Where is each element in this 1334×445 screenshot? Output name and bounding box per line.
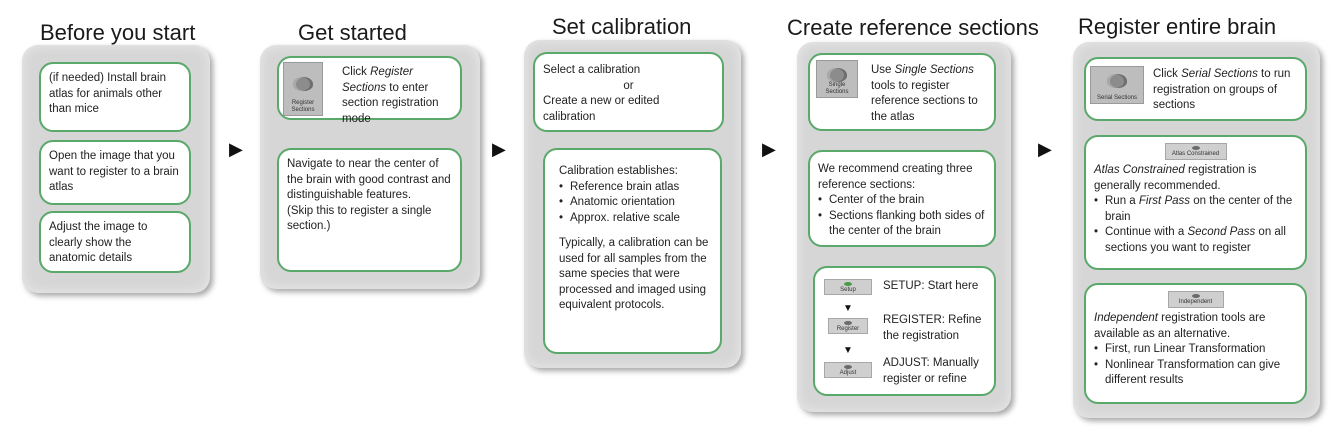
adjust-button-label: Adjust bbox=[839, 370, 857, 376]
card-open-image: Open the image that you want to register… bbox=[39, 140, 191, 205]
card-serial-sections-em: Serial Sections bbox=[1181, 68, 1258, 80]
card-navigate-line1: Navigate to near the center of the brain… bbox=[287, 158, 451, 201]
recommend-bullet: Sections flanking both sides of the cent… bbox=[818, 209, 986, 240]
setup-button-label: Setup bbox=[840, 287, 856, 293]
card-recommend-reference: We recommend creating three reference se… bbox=[808, 150, 996, 247]
card-select-line2: Create a new or edited calibration bbox=[543, 95, 660, 123]
calibration-bullet: Reference brain atlas bbox=[559, 180, 712, 196]
card-workflow-steps: Setup SETUP: Start here ▼ Register REGIS… bbox=[813, 266, 996, 396]
arrow-3: ▶ bbox=[762, 139, 776, 159]
independent-button-label: Independent bbox=[1178, 299, 1213, 305]
register-button-icon[interactable]: Register bbox=[828, 318, 868, 334]
setup-button-icon[interactable]: Setup bbox=[824, 279, 872, 295]
independent-bullet: First, run Linear Transformation bbox=[1094, 342, 1297, 358]
independent-desc: Independent registration tools are avail… bbox=[1094, 311, 1297, 342]
setup-step-text: SETUP: Start here bbox=[883, 280, 979, 292]
card-serial-sections-post: to run registration on groups of section… bbox=[1153, 68, 1291, 111]
atlas-constrained-desc: Atlas Constrained registration is genera… bbox=[1094, 163, 1297, 194]
down-arrow-icon: ▼ bbox=[843, 303, 853, 314]
independent-bullets: First, run Linear Transformation Nonline… bbox=[1094, 342, 1297, 389]
stage-title-set-calibration: Set calibration bbox=[552, 14, 692, 39]
independent-button-icon[interactable]: Independent bbox=[1167, 291, 1224, 308]
calibration-bullet: Anatomic orientation bbox=[559, 195, 712, 211]
register-button-label: Register bbox=[836, 326, 860, 332]
atlas-constrained-icon bbox=[1191, 146, 1200, 150]
brain-icon bbox=[293, 76, 313, 91]
atlas-constrained-button-label: Atlas Constrained bbox=[1171, 151, 1220, 157]
card-select-calibration: Select a calibration or Create a new or … bbox=[533, 52, 724, 132]
calibration-bullet: Approx. relative scale bbox=[559, 211, 712, 227]
panel-register-entire-brain: Click Serial Sections to run registratio… bbox=[1073, 42, 1320, 418]
arrow-4: ▶ bbox=[1038, 139, 1052, 159]
adjust-button-icon[interactable]: Adjust bbox=[824, 362, 872, 378]
atlas-constrained-bullets: Run a First Pass on the center of the br… bbox=[1094, 194, 1297, 256]
first-pass-pre: Run a bbox=[1105, 195, 1139, 207]
card-install-atlas: (if needed) Install brain atlas for anim… bbox=[39, 62, 191, 132]
panel-get-started: Click Register Sections to enter section… bbox=[260, 45, 480, 289]
stage-title-get-started: Get started bbox=[298, 20, 407, 45]
first-pass-em: First Pass bbox=[1138, 195, 1191, 207]
independent-bullet: Nonlinear Transformation can give differ… bbox=[1094, 358, 1297, 389]
card-register-sections-pre: Click bbox=[342, 66, 371, 78]
register-icon bbox=[844, 321, 852, 325]
setup-icon bbox=[844, 282, 852, 286]
register-sections-button-icon[interactable]: Register Sections bbox=[283, 62, 323, 116]
card-independent: Independent Independent registration too… bbox=[1084, 283, 1307, 404]
down-arrow-icon: ▼ bbox=[843, 345, 853, 356]
atlas-bullet: Continue with a Second Pass on all secti… bbox=[1094, 225, 1297, 256]
recommend-intro: We recommend creating three reference se… bbox=[818, 163, 973, 191]
card-single-sections-pre: Use bbox=[871, 64, 895, 76]
card-adjust-image: Adjust the image to clearly show the ana… bbox=[39, 211, 191, 273]
brain-icon bbox=[1107, 74, 1127, 89]
adjust-step-text: ADJUST: Manually register or refine bbox=[883, 357, 979, 385]
independent-em: Independent bbox=[1094, 312, 1158, 324]
serial-sections-button-caption: Serial Sections bbox=[1096, 95, 1138, 101]
second-pass-em: Second Pass bbox=[1187, 226, 1256, 238]
independent-icon bbox=[1191, 294, 1200, 298]
card-register-sections-post: to enter section registration mode bbox=[342, 81, 439, 125]
card-atlas-constrained: Atlas Constrained Atlas Constrained regi… bbox=[1084, 135, 1307, 270]
atlas-bullet: Run a First Pass on the center of the br… bbox=[1094, 194, 1297, 225]
first-pass-post: on the center of the brain bbox=[1105, 195, 1293, 223]
card-serial-sections-pre: Click bbox=[1153, 68, 1182, 80]
register-step-text: REGISTER: Refine the registration bbox=[883, 314, 982, 342]
atlas-constrained-button-icon[interactable]: Atlas Constrained bbox=[1164, 143, 1227, 160]
arrow-2: ▶ bbox=[492, 139, 506, 159]
adjust-icon bbox=[844, 365, 852, 369]
panel-set-calibration: Select a calibration or Create a new or … bbox=[524, 40, 741, 368]
card-select-line1: Select a calibration bbox=[543, 64, 641, 76]
independent-text: registration tools are available as an a… bbox=[1094, 312, 1266, 340]
stage-title-create-reference-sections: Create reference sections bbox=[787, 15, 1039, 40]
single-sections-button-icon[interactable]: Single Sections bbox=[816, 60, 858, 98]
calibration-intro: Calibration establishes: bbox=[559, 165, 678, 177]
calibration-body: Typically, a calibration can be used for… bbox=[559, 237, 709, 311]
recommend-bullet: Center of the brain bbox=[818, 193, 986, 209]
panel-before-you-start: (if needed) Install brain atlas for anim… bbox=[22, 45, 210, 293]
card-navigate-line2: (Skip this to register a single section.… bbox=[287, 204, 432, 233]
arrow-1: ▶ bbox=[229, 139, 243, 159]
recommend-bullets: Center of the brain Sections flanking bo… bbox=[818, 193, 986, 240]
card-navigate-center: Navigate to near the center of the brain… bbox=[277, 148, 462, 272]
stage-title-before-you-start: Before you start bbox=[40, 20, 196, 45]
card-calibration-establishes: Calibration establishes: Reference brain… bbox=[543, 148, 722, 354]
second-pass-pre: Continue with a bbox=[1105, 226, 1188, 238]
card-register-sections-em: Register Sections bbox=[342, 66, 413, 94]
second-pass-post: on all sections you want to register bbox=[1105, 226, 1286, 254]
panel-create-reference-sections: Use Single Sections tools to register re… bbox=[797, 42, 1011, 412]
calibration-bullets: Reference brain atlas Anatomic orientati… bbox=[559, 180, 712, 227]
card-single-sections-post: tools to register reference sections to … bbox=[871, 79, 978, 123]
serial-sections-button-icon[interactable]: Serial Sections bbox=[1090, 66, 1144, 104]
register-sections-button-caption: Register Sections bbox=[291, 100, 315, 113]
atlas-constrained-em: Atlas Constrained bbox=[1094, 164, 1185, 176]
stage-title-register-entire-brain: Register entire brain bbox=[1078, 14, 1277, 39]
card-single-sections-em: Single Sections bbox=[894, 64, 974, 76]
atlas-constrained-text: registration is generally recommended. bbox=[1094, 164, 1257, 192]
single-sections-button-caption: Single Sections bbox=[825, 82, 849, 95]
card-select-or: or bbox=[623, 79, 634, 92]
brain-icon bbox=[827, 68, 847, 83]
